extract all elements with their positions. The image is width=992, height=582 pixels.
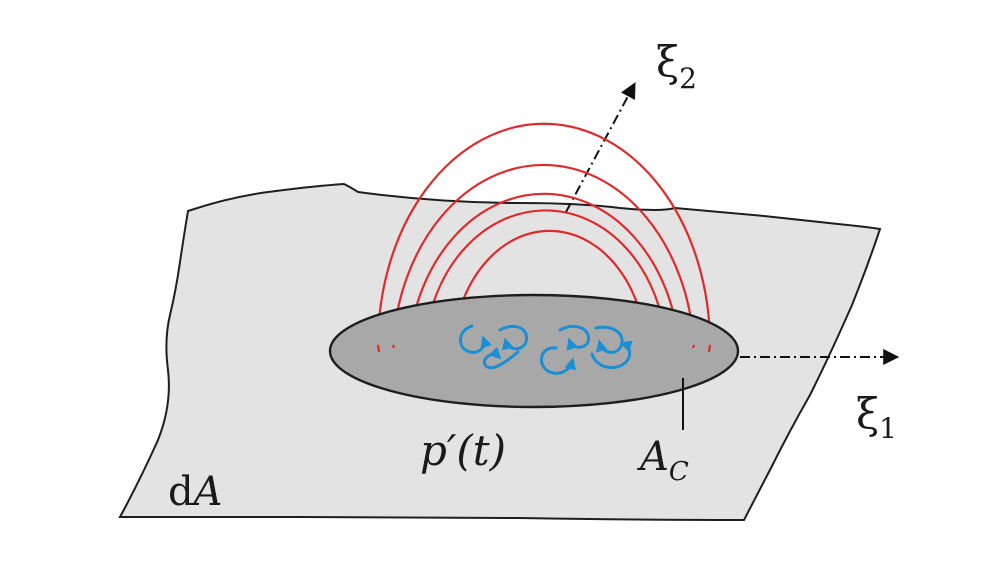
area-label: AC <box>636 434 689 487</box>
pressure-label: p′(t) <box>420 426 506 475</box>
source-area-ellipse <box>328 293 740 409</box>
xi2-label: ξ2 <box>656 37 697 95</box>
xi1-label: ξ1 <box>856 389 897 445</box>
plate-label: dA <box>168 469 223 515</box>
wave-arc <box>391 163 696 346</box>
wave-arc <box>423 209 668 346</box>
wave-arcs <box>376 122 712 346</box>
xi2-axis-line <box>565 82 636 213</box>
vortex-arrow <box>459 324 492 354</box>
vortex-arrow <box>498 325 529 351</box>
vortex-arrow <box>483 346 520 370</box>
wave-arc <box>407 192 681 346</box>
vortex-arrow <box>590 340 633 370</box>
vortices <box>459 324 633 375</box>
vortex-arrow <box>540 346 577 375</box>
vortex-arrow <box>558 325 591 351</box>
wave-arc <box>376 122 712 346</box>
wave-arc <box>451 229 648 346</box>
wave-arc-ends <box>376 344 712 353</box>
